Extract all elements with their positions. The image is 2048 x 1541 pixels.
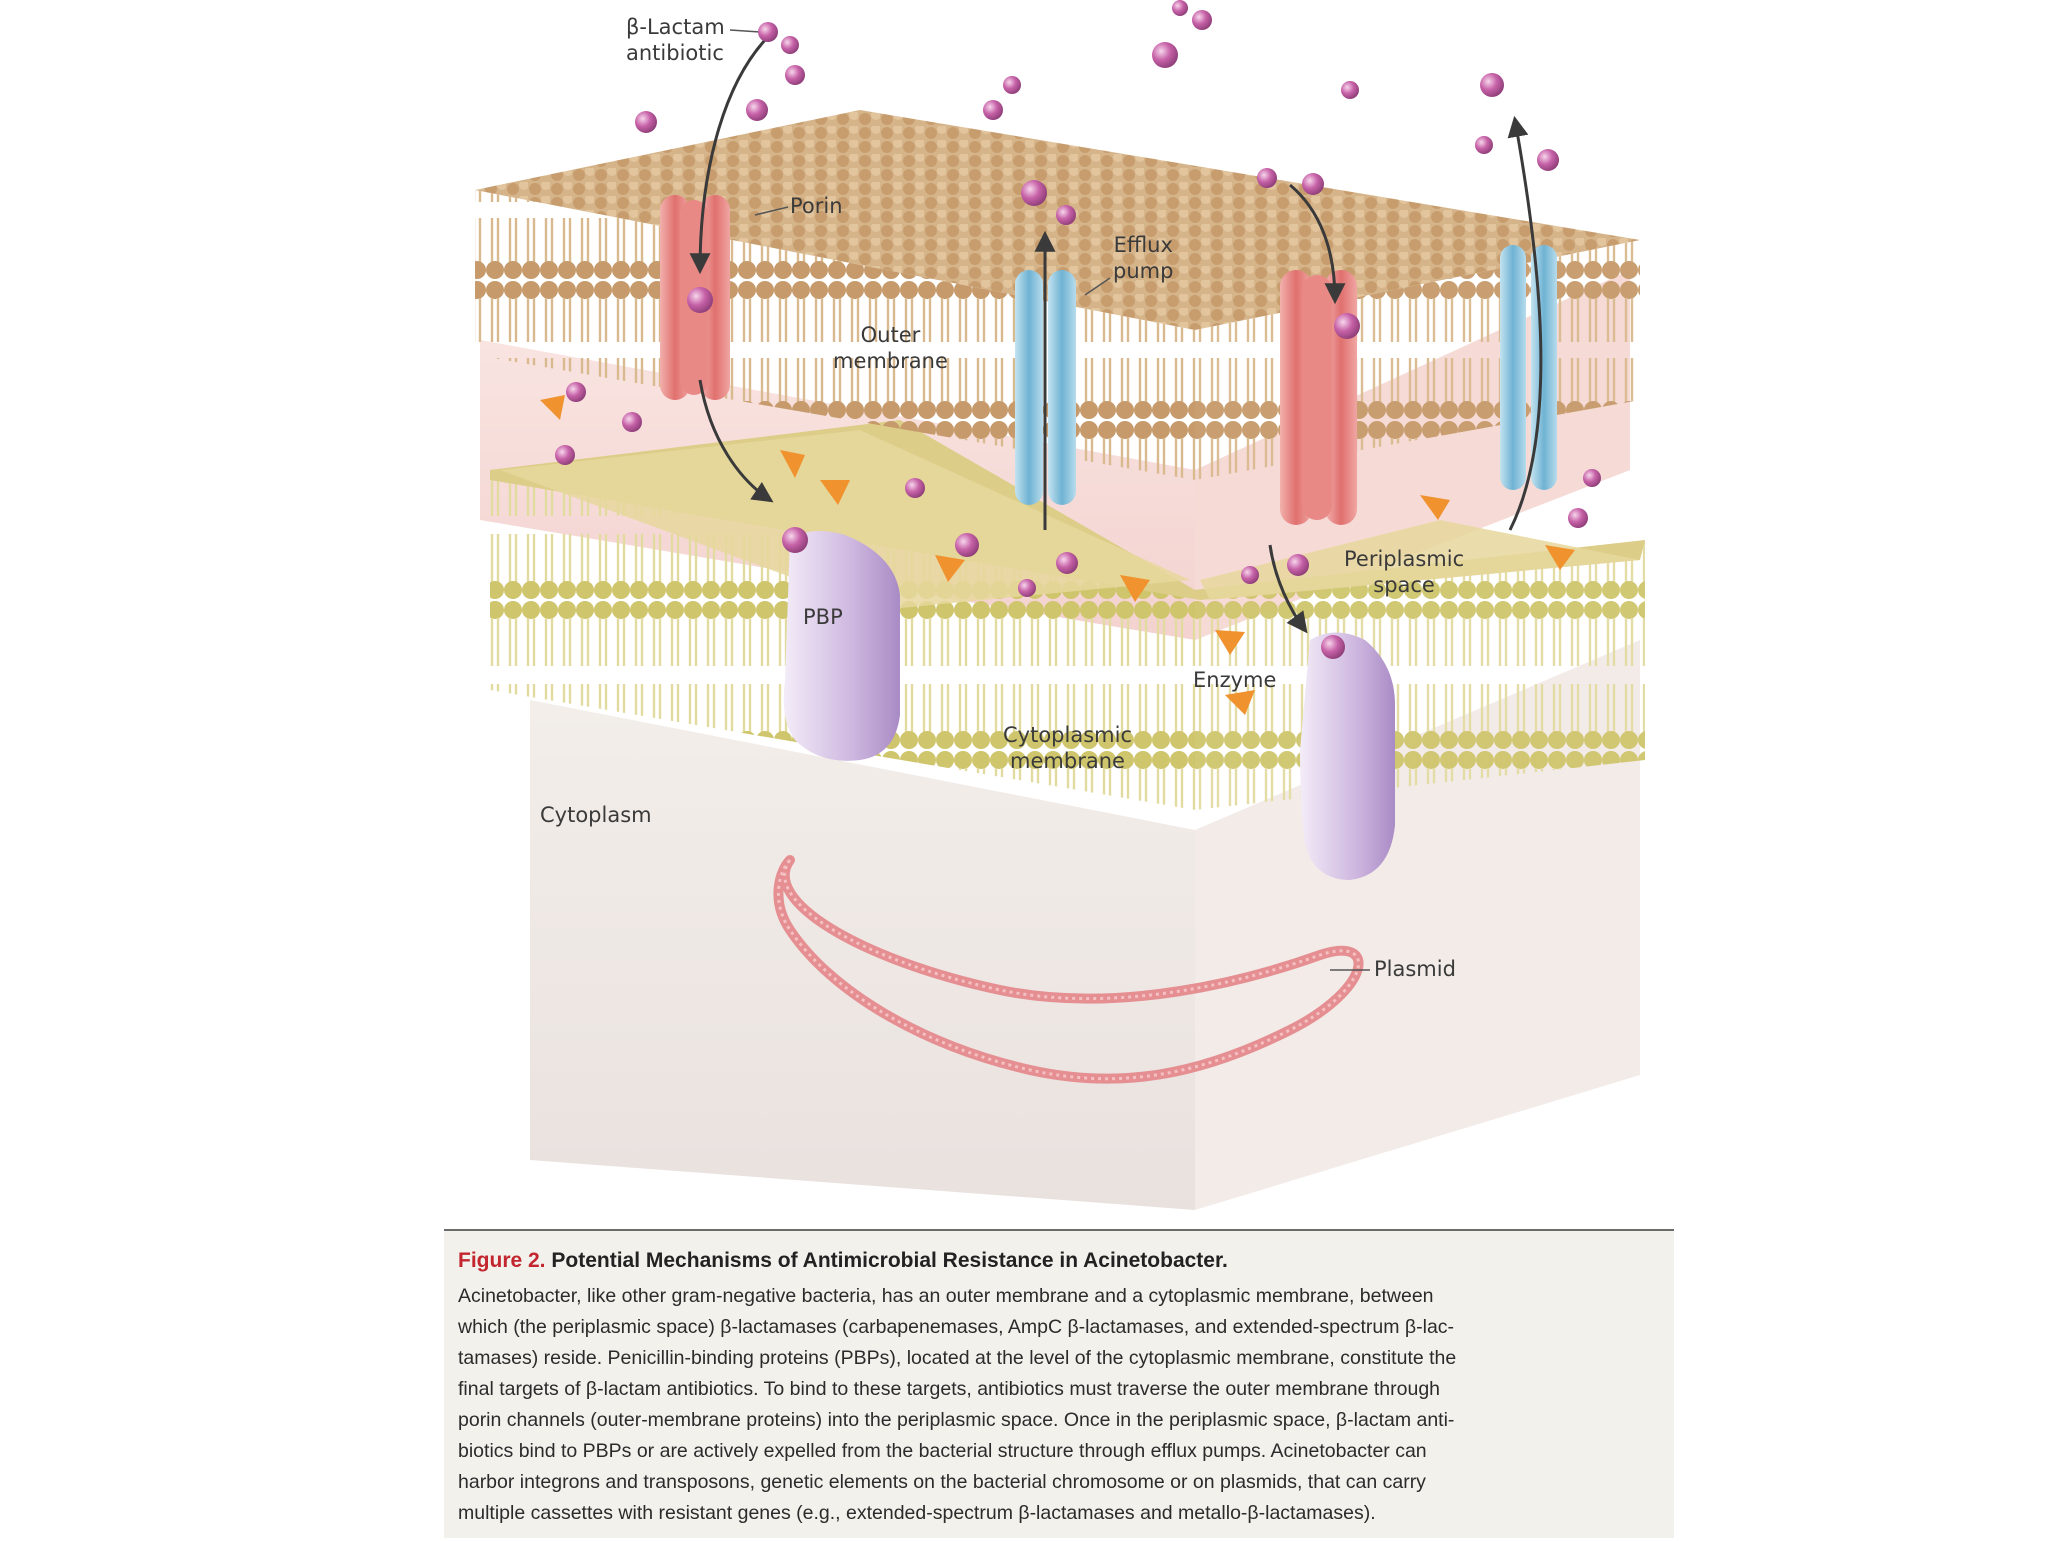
caption-body: Acinetobacter, like other gram-negative … [458,1281,1670,1529]
label-cytoplasm: Cytoplasm [540,802,652,828]
label-enzyme: Enzyme [1193,667,1276,693]
label-cytoplasmic-line1: Cytoplasmic [1003,722,1132,748]
caption-title-text: Potential Mechanisms of Antimicrobial Re… [551,1249,1227,1272]
pbp-right [1300,633,1395,881]
label-pbp: PBP [803,604,843,630]
label-beta-lactam-line2: antibiotic [626,40,725,66]
label-efflux-line1: Efflux [1113,232,1173,258]
caption-figure-number: Figure 2. [458,1249,546,1272]
label-beta-lactam-antibiotic: β-Lactam antibiotic [626,14,725,67]
caption-line: biotics bind to PBPs or are actively exp… [458,1436,1670,1467]
label-porin: Porin [790,193,843,219]
label-efflux-line2: pump [1113,258,1173,284]
label-periplasmic-space: Periplasmic space [1344,546,1464,599]
label-cytoplasmic-line2: membrane [1003,748,1132,774]
label-cytoplasmic-membrane: Cytoplasmic membrane [1003,722,1132,775]
label-outer-membrane-line1: Outer [833,322,948,348]
label-periplasmic-line2: space [1344,572,1464,598]
figure-caption: Figure 2. Potential Mechanisms of Antimi… [444,1229,1674,1538]
caption-line: tamases) reside. Penicillin-binding prot… [458,1343,1670,1374]
label-efflux-pump: Efflux pump [1113,232,1173,285]
label-beta-lactam-line1: β-Lactam [626,14,725,40]
porin-right [1280,270,1357,525]
label-plasmid: Plasmid [1374,956,1456,982]
label-periplasmic-line1: Periplasmic [1344,546,1464,572]
label-outer-membrane-line2: membrane [833,348,948,374]
caption-title: Figure 2. Potential Mechanisms of Antimi… [458,1249,1228,1273]
label-outer-membrane: Outer membrane [833,322,948,375]
pbp-left [784,531,900,761]
caption-line: which (the periplasmic space) β-lactamas… [458,1312,1670,1343]
caption-line: final targets of β-lactam antibiotics. T… [458,1374,1670,1405]
caption-line: Acinetobacter, like other gram-negative … [458,1281,1670,1312]
caption-line: porin channels (outer-membrane proteins)… [458,1405,1670,1436]
caption-line: harbor integrons and transposons, geneti… [458,1467,1670,1498]
caption-line: multiple cassettes with resistant genes … [458,1498,1670,1529]
